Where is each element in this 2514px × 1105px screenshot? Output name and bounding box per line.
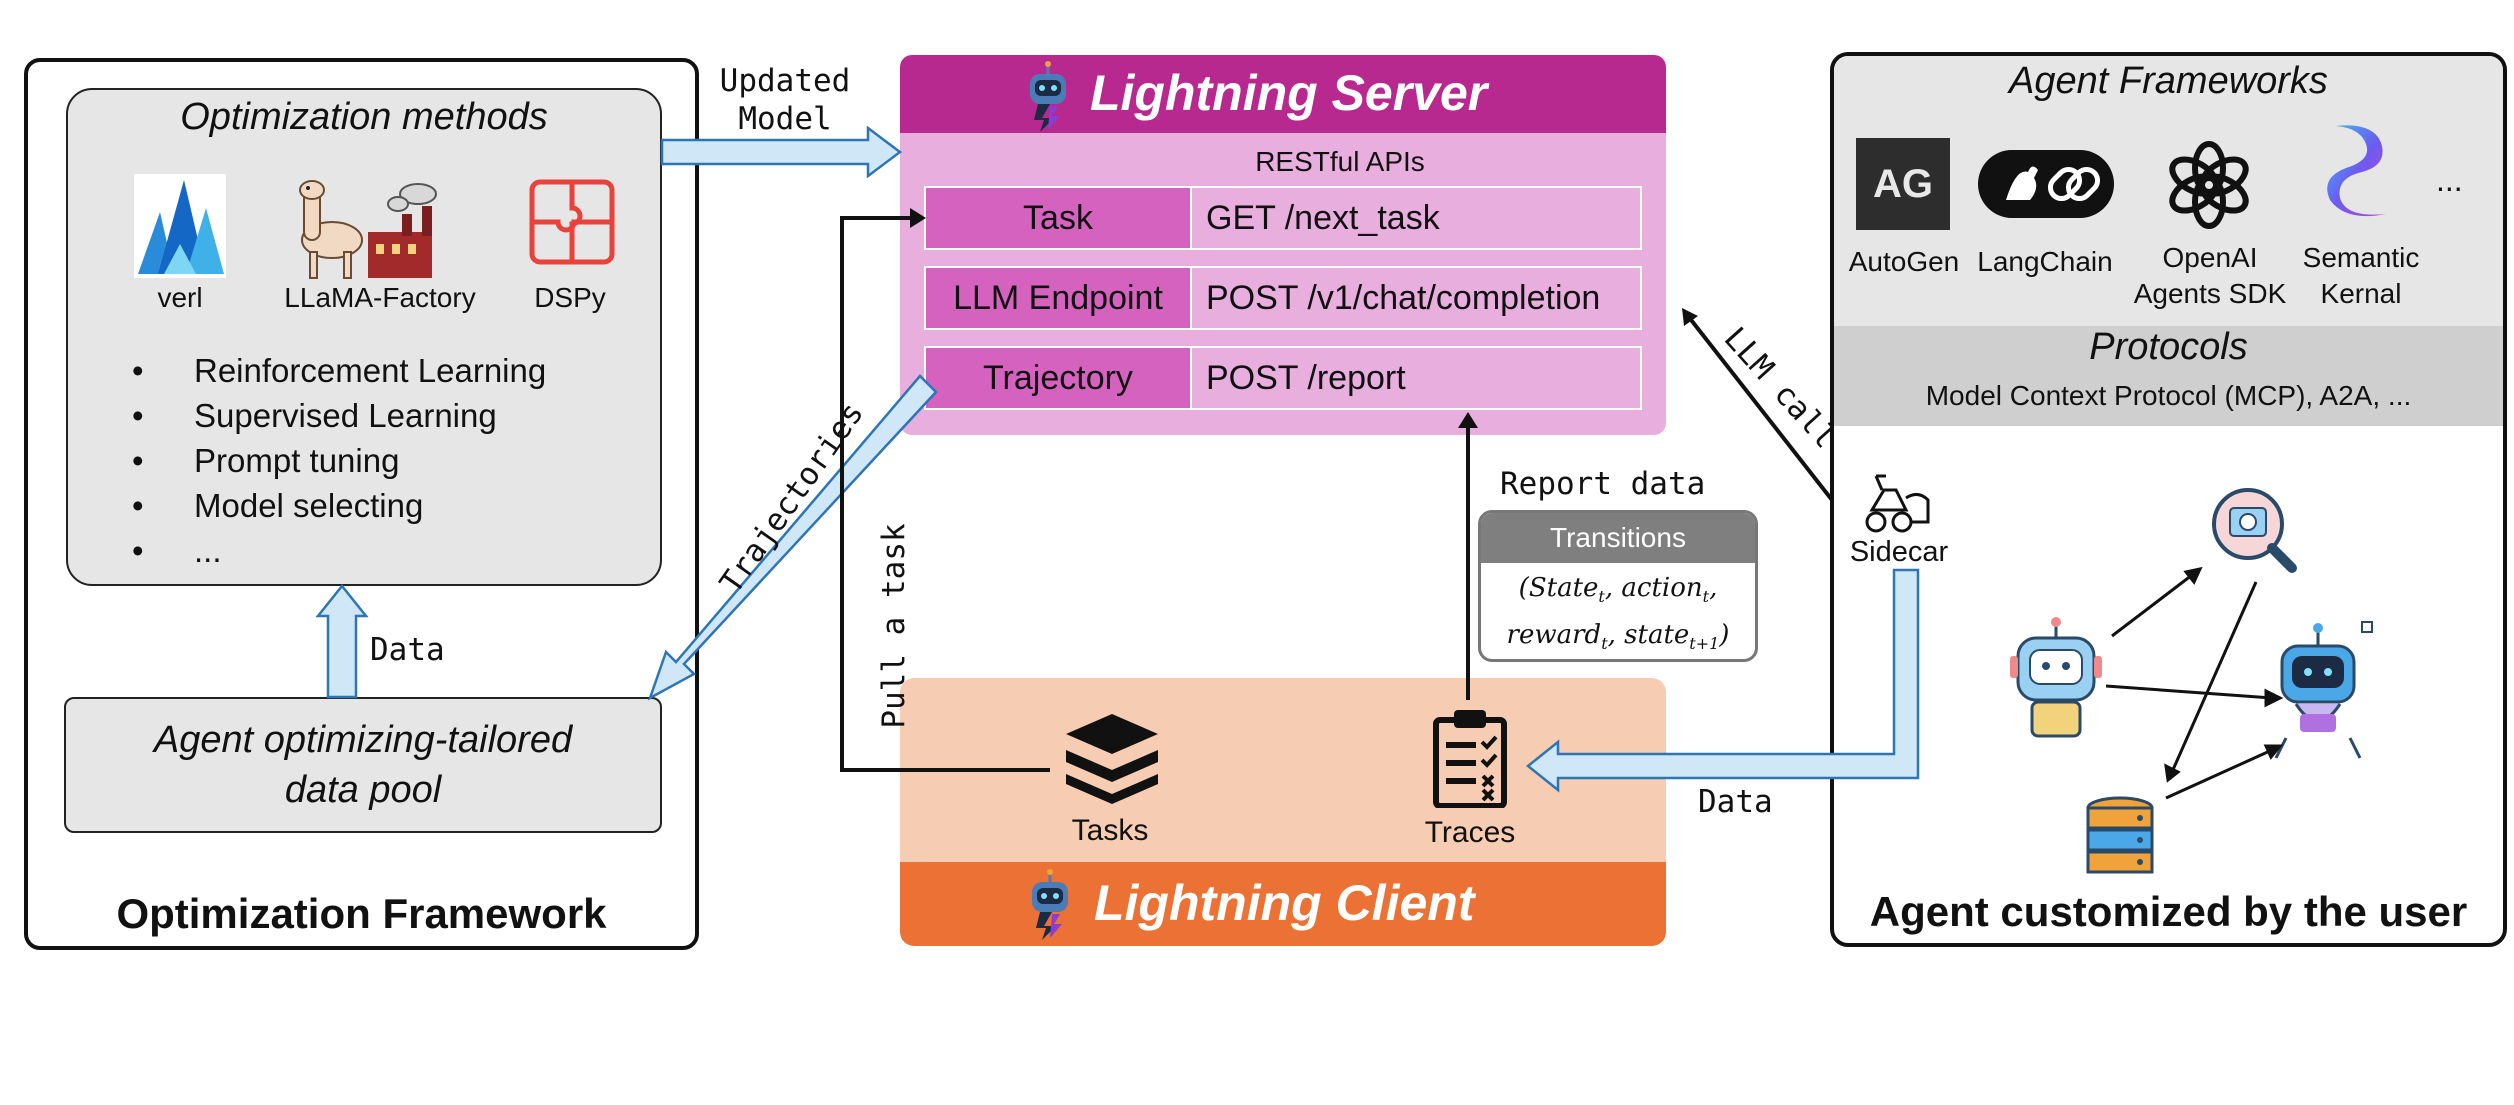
semantic-kernel-label: Semantic Kernal: [2276, 240, 2446, 312]
pull-task-connector: [840, 216, 1050, 772]
verl-label: verl: [157, 282, 203, 313]
tasks-label: Tasks: [1071, 814, 1149, 847]
pull-task-label: Pull a task: [876, 523, 912, 729]
transitions-box: Transitions (Statet, actiont, rewardt, s…: [1478, 510, 1758, 662]
protocols-area: [1834, 326, 2503, 426]
agent-illustration: [2010, 488, 2373, 874]
stack-icon: [1066, 714, 1158, 804]
restful-apis-title: RESTful APIs: [1255, 146, 1425, 177]
data-up-arrow: [315, 583, 369, 699]
lightning-client-header: [900, 862, 1666, 946]
magnifier-icon: [2212, 488, 2297, 573]
data-right-arrow: [1525, 568, 1920, 793]
optimization-methods-box: [66, 88, 662, 586]
openai-label-line1: OpenAI: [2162, 242, 2258, 273]
lightning-server-title: Lightning Server: [1090, 65, 1488, 121]
api-name: LLM Endpoint: [926, 268, 1192, 328]
traces-label: Traces: [1424, 816, 1516, 849]
dspy-label: DSPy: [534, 282, 606, 313]
autogen-logo-icon: AG: [1856, 138, 1950, 230]
robot-lightning-icon: [1032, 869, 1068, 940]
langchain-label: LangChain: [1977, 246, 2113, 277]
lightning-client-title: Lightning Client: [1094, 875, 1475, 931]
optimization-methods-title: Optimization methods: [180, 96, 548, 138]
semantic-kernel-label-line1: Semantic: [2302, 242, 2420, 273]
dspy-logo-icon: [529, 179, 615, 265]
api-row-task: Task GET /next_task: [924, 186, 1642, 250]
data-up-label: Data: [370, 632, 445, 668]
list-item: •Supervised Learning: [132, 397, 497, 434]
methods-list: •Reinforcement Learning •Supervised Lear…: [132, 348, 546, 573]
llm-call-connector: [1686, 314, 1834, 502]
autogen-label: AutoGen: [1848, 246, 1960, 277]
more-frameworks: ...: [2436, 162, 2463, 198]
optimization-framework-title: Optimization Framework: [116, 890, 607, 937]
robot-lightning-icon: [1030, 61, 1066, 132]
openai-label-line2: Agents SDK: [2133, 278, 2287, 309]
data-pool-label: Agent optimizing-tailored data pool: [153, 719, 573, 811]
list-item: •Reinforcement Learning: [132, 352, 547, 389]
updated-model-label-line2: Model: [738, 101, 832, 137]
verl-logo-icon: [134, 174, 226, 278]
updated-model-label-line1: Updated: [719, 63, 851, 99]
updated-model-arrow: [660, 125, 903, 179]
transition-tuple: (Statet, actiont, rewardt, statet+1): [1506, 573, 1730, 654]
openai-label: OpenAI Agents SDK: [2120, 240, 2300, 312]
api-endpoint: POST /report: [1192, 348, 1640, 408]
api-row-llm-endpoint: LLM Endpoint POST /v1/chat/completion: [924, 266, 1642, 330]
llama-factory-logo-icon: [299, 180, 437, 279]
sidecar-label: Sidecar: [1849, 536, 1949, 568]
robot-icon: [2010, 617, 2102, 738]
semantic-kernel-logo-icon: [2327, 125, 2386, 217]
transitions-title: Transitions: [1481, 513, 1755, 563]
trajectories-arrow: [647, 374, 938, 701]
data-pool-box: Agent optimizing-tailored data pool: [64, 697, 662, 833]
report-data-label: Report data: [1500, 466, 1706, 502]
updated-model-label: Updated Model: [700, 62, 870, 138]
clipboard-icon: [1433, 710, 1507, 808]
api-row-trajectory: Trajectory POST /report: [924, 346, 1642, 410]
protocols-title: Protocols: [2089, 326, 2248, 368]
api-endpoint: GET /next_task: [1192, 188, 1640, 248]
agent-frameworks-title: Agent Frameworks: [2009, 60, 2328, 102]
assistant-robot-icon: [2274, 621, 2373, 759]
semantic-kernel-label-line2: Kernal: [2320, 278, 2402, 309]
protocols-text: Model Context Protocol (MCP), A2A, ...: [1925, 380, 2412, 411]
data-right-label: Data: [1698, 784, 1773, 820]
api-name: Task: [926, 188, 1192, 248]
langchain-logo-icon: [1978, 150, 2114, 218]
list-item: •...: [132, 532, 222, 569]
lightning-server-header: [900, 55, 1666, 135]
openai-logo-icon: [2169, 141, 2249, 229]
sidecar-icon: [1865, 474, 1930, 533]
database-icon: [2086, 796, 2154, 874]
api-name: Trajectory: [926, 348, 1192, 408]
llama-factory-label: LLaMA-Factory: [284, 282, 476, 313]
optimization-framework-panel: [24, 58, 699, 950]
agent-frame-title: Agent customized by the user: [1869, 888, 2468, 935]
api-endpoint: POST /v1/chat/completion: [1192, 268, 1640, 328]
list-item: •Prompt tuning: [132, 442, 400, 479]
list-item: •Model selecting: [132, 487, 424, 524]
